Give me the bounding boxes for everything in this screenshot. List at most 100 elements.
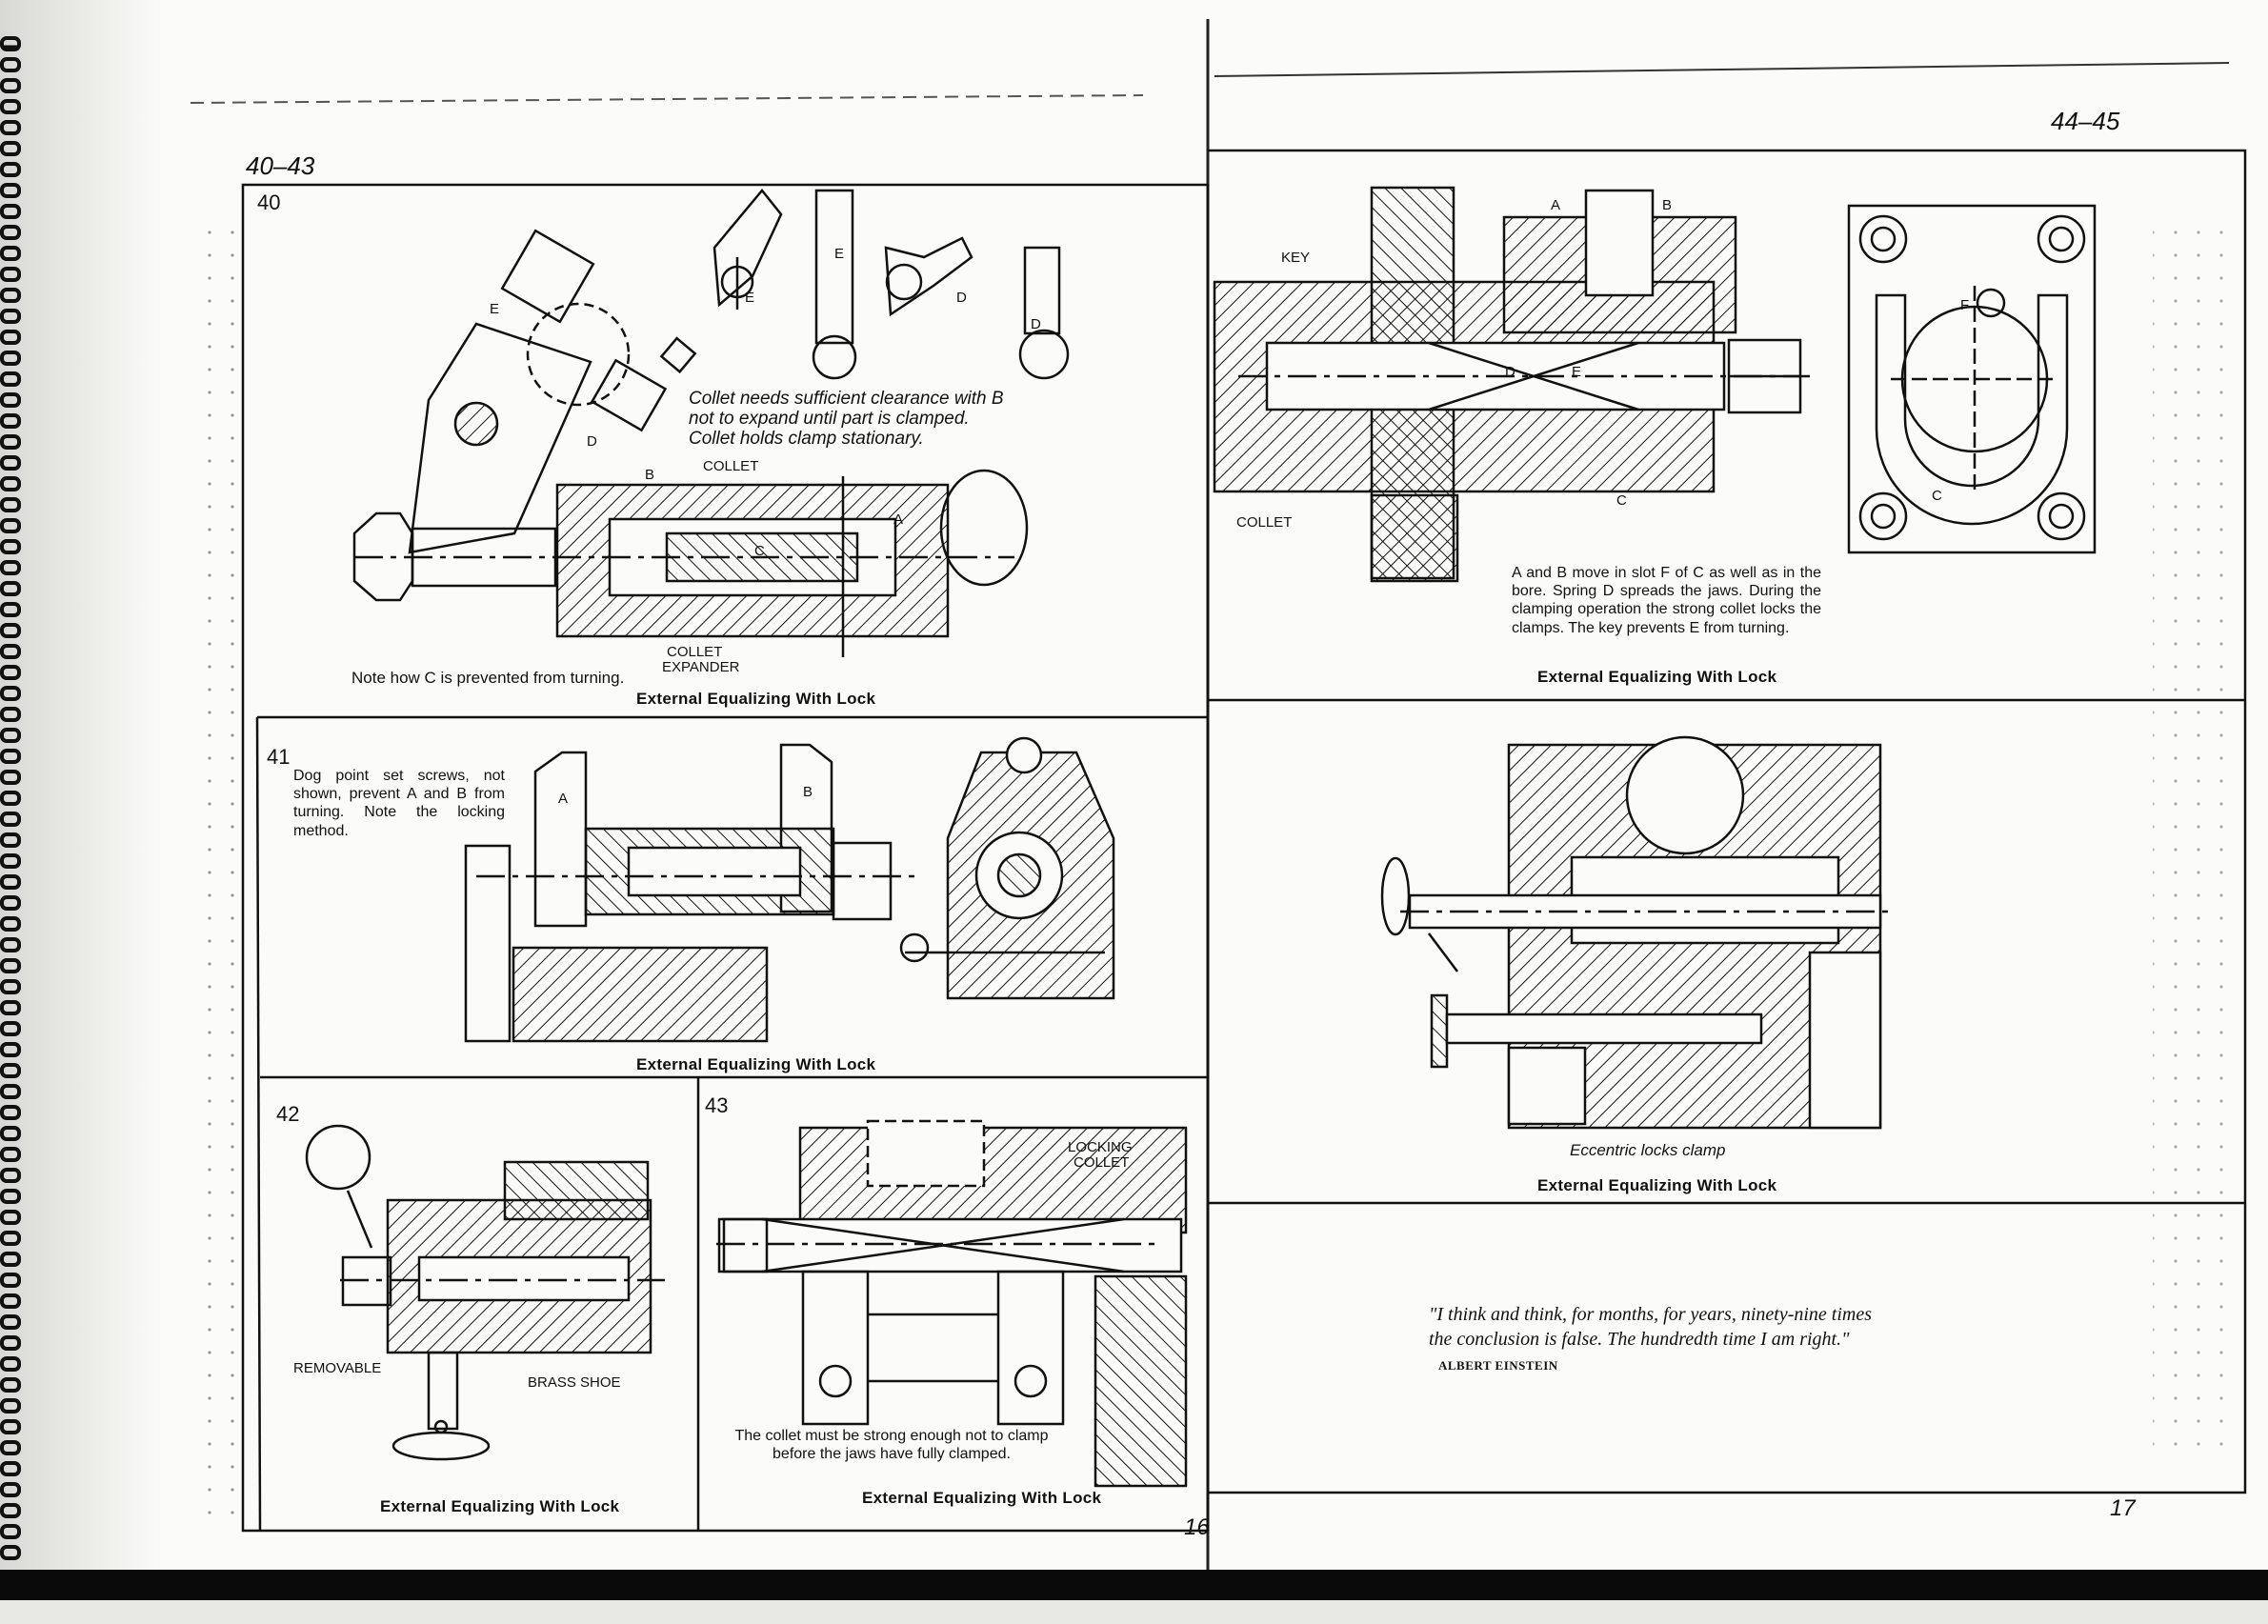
spiral-ring — [0, 1524, 21, 1539]
spiral-ring — [0, 623, 21, 638]
spiral-ring — [0, 1084, 21, 1099]
spiral-ring — [0, 581, 21, 596]
callout-collet: COLLET — [703, 458, 759, 474]
spiral-ring — [0, 602, 21, 617]
spiral-ring — [0, 1063, 21, 1078]
spiral-ring — [0, 141, 21, 156]
spiral-ring — [0, 874, 21, 890]
part-label: A — [1551, 197, 1561, 213]
figure-caption: External Equalizing With Lock — [636, 1055, 876, 1073]
spiral-ring — [0, 162, 21, 177]
spiral-ring — [0, 476, 21, 491]
spiral-ring — [0, 1293, 21, 1309]
spiral-ring — [0, 1377, 21, 1393]
spiral-ring — [0, 644, 21, 659]
spiral-ring — [0, 1398, 21, 1413]
figure-caption: External Equalizing With Lock — [1537, 668, 1777, 686]
figure-43-drawing — [716, 1119, 1188, 1488]
spiral-ring — [0, 1042, 21, 1057]
figure-caption: External Equalizing With Lock — [862, 1489, 1102, 1507]
part-label: C — [754, 543, 765, 559]
figure-caption: External Equalizing With Lock — [1537, 1176, 1777, 1194]
spiral-ring — [0, 1210, 21, 1225]
spiral-ring — [0, 916, 21, 932]
spiral-ring — [0, 853, 21, 869]
left-page-range-label: 40–43 — [246, 151, 315, 180]
spiral-ring — [0, 1440, 21, 1455]
spiral-ring — [0, 330, 21, 345]
part-label: D — [1505, 364, 1515, 380]
spiral-ring — [0, 1189, 21, 1204]
figure-42-drawing — [305, 1124, 665, 1461]
spiral-ring — [0, 413, 21, 429]
spiral-ring — [0, 1503, 21, 1518]
right-page-number: 17 — [2110, 1495, 2136, 1521]
spiral-ring — [0, 497, 21, 512]
spiral-ring — [0, 1356, 21, 1372]
spiral-ring — [0, 1314, 21, 1330]
part-label: C — [1616, 492, 1627, 509]
spiral-ring — [0, 36, 21, 51]
figure-note: Collet holds clamp stationary. — [689, 429, 924, 449]
spiral-ring — [0, 539, 21, 554]
part-label: A — [558, 791, 569, 807]
figure-41-drawing — [464, 736, 1115, 1043]
callout-expander: EXPANDER — [662, 659, 740, 675]
part-label: B — [1662, 197, 1673, 213]
spiral-ring — [0, 1021, 21, 1036]
spiral-ring — [0, 895, 21, 911]
spiral-ring — [0, 309, 21, 324]
spiral-ring — [0, 1231, 21, 1246]
part-label: E — [490, 301, 500, 317]
right-page-frame — [1208, 149, 2247, 1494]
part-label: D — [956, 290, 967, 306]
right-page-range-label: 44–45 — [2051, 107, 2120, 135]
side-note: Note how C is prevented from turning. — [351, 669, 625, 687]
figure-note: The collet must be strong enough not to … — [734, 1428, 1049, 1463]
spiral-ring — [0, 1168, 21, 1183]
spiral-ring — [0, 1482, 21, 1497]
scan-edge-band — [0, 1570, 2268, 1600]
quote-text: "I think and think, for months, for year… — [1429, 1304, 1872, 1350]
spiral-ring — [0, 1000, 21, 1015]
spiral-ring — [0, 99, 21, 114]
spiral-ring — [0, 518, 21, 533]
figure-number: 43 — [705, 1093, 729, 1117]
callout-locking: LOCKING — [1068, 1139, 1133, 1155]
spiral-ring — [0, 749, 21, 764]
spiral-ring — [0, 78, 21, 93]
callout-collet: COLLET — [1074, 1154, 1130, 1171]
spiral-ring — [0, 560, 21, 575]
spiral-ring — [0, 770, 21, 785]
spiral-ring — [0, 267, 21, 282]
figure-note: A and B move in slot F of C as well as i… — [1512, 565, 1821, 636]
callout-collet: COLLET — [1236, 514, 1293, 531]
spiral-ring — [0, 455, 21, 471]
spiral-ring — [0, 1252, 21, 1267]
figure-45-drawing — [1380, 735, 1896, 1130]
figure-note: not to expand until part is clamped. — [689, 409, 970, 429]
spiral-ring — [0, 1335, 21, 1351]
callout-key: KEY — [1281, 250, 1311, 266]
spiral-ring — [0, 979, 21, 994]
spiral-ring — [0, 791, 21, 806]
spiral-ring — [0, 958, 21, 973]
spiral-ring — [0, 351, 21, 366]
spiral-ring — [0, 1105, 21, 1120]
callout-removable: REMOVABLE — [293, 1360, 382, 1376]
page-edge-shadow — [0, 0, 162, 1624]
spiral-ring — [0, 392, 21, 408]
part-label: B — [803, 784, 813, 800]
spiral-ring — [0, 1545, 21, 1560]
spiral-ring — [0, 1147, 21, 1162]
part-label: D — [1031, 316, 1041, 332]
spiral-ring — [0, 937, 21, 952]
part-label: C — [1932, 488, 1942, 504]
spiral-ring — [0, 707, 21, 722]
part-label: E — [834, 246, 845, 262]
figure-caption: External Equalizing With Lock — [636, 690, 876, 708]
spiral-ring — [0, 57, 21, 72]
figure-40-drawing — [352, 189, 1070, 657]
callout-eccentric: Eccentric locks clamp — [1570, 1141, 1726, 1159]
